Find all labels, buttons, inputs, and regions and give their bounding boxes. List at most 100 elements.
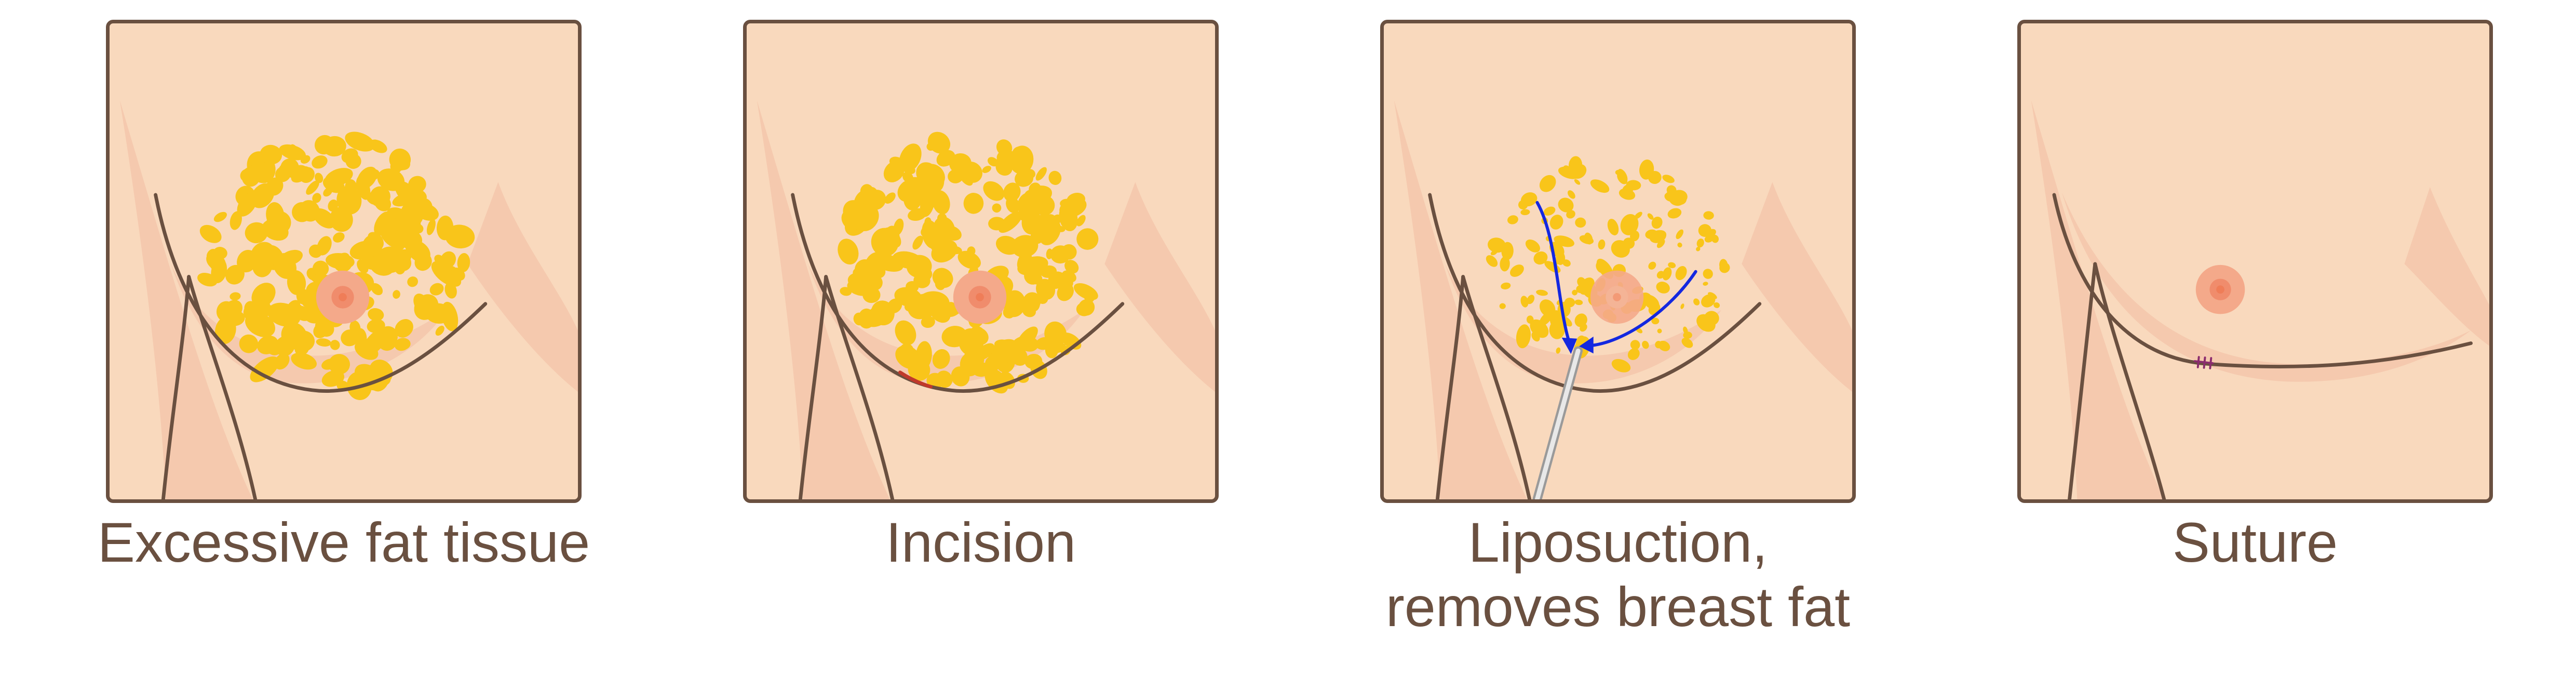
- fat-globule: [1658, 340, 1670, 351]
- panel-excessive-fat: [106, 20, 582, 503]
- fat-globule: [255, 304, 274, 317]
- fat-globule: [1701, 294, 1716, 308]
- fat-globule: [1526, 315, 1534, 324]
- fat-globule: [237, 249, 258, 273]
- fat-globule: [1675, 266, 1687, 281]
- fat-globule: [333, 253, 353, 272]
- nipple: [316, 270, 370, 324]
- fat-globule: [959, 169, 969, 179]
- fat-globule: [1580, 324, 1587, 332]
- fat-globule: [1015, 170, 1034, 187]
- breast-illustration-incision: [757, 100, 1215, 499]
- fat-globule: [395, 338, 411, 350]
- fat-globule: [279, 144, 306, 161]
- fat-globule: [1648, 170, 1662, 184]
- fat-globule: [312, 155, 328, 169]
- breast-illustration-fat: [119, 100, 578, 499]
- fat-globule: [987, 157, 999, 167]
- fat-globule: [1626, 180, 1641, 191]
- fat-globule: [435, 325, 444, 336]
- fat-globule: [1516, 324, 1531, 349]
- skin-shadows: [2031, 100, 2489, 499]
- fat-globule: [1003, 290, 1026, 317]
- stitch-icon: [2193, 356, 2214, 369]
- fat-globule: [963, 193, 984, 214]
- fat-globule: [355, 328, 367, 347]
- fat-globule: [1525, 239, 1540, 253]
- fat-globule: [345, 153, 361, 169]
- fat-globule: [362, 327, 389, 356]
- fat-globule: [1531, 332, 1540, 342]
- fat-globule: [315, 318, 334, 337]
- fat-globule: [1714, 302, 1720, 308]
- fat-globule: [1490, 250, 1498, 256]
- fat-globule: [1619, 188, 1636, 200]
- fat-globule: [883, 226, 900, 253]
- fat-globule: [1703, 269, 1713, 279]
- fat-globule: [216, 301, 235, 322]
- fat-globule: [1036, 293, 1048, 304]
- fat-globule: [926, 142, 935, 151]
- fat-globule: [1693, 298, 1700, 306]
- fat-globule: [321, 370, 345, 387]
- fat-globule: [374, 194, 392, 211]
- fat-globule: [357, 259, 369, 274]
- fat-globule: [957, 250, 981, 269]
- fat-globule: [407, 240, 430, 263]
- fat-globule: [1078, 299, 1095, 316]
- fat-globule: [951, 366, 970, 387]
- fat-globule: [1010, 347, 1028, 366]
- fat-globule: [1676, 229, 1684, 240]
- fat-globule: [295, 337, 307, 348]
- fat-globule: [278, 160, 299, 177]
- fat-globule: [929, 301, 951, 323]
- fat-globule: [1683, 326, 1688, 334]
- fat-globule: [1590, 179, 1610, 193]
- fat-globule: [245, 222, 268, 244]
- fat-globule: [1611, 240, 1630, 258]
- fat-globule: [1668, 262, 1676, 269]
- fat-globule: [213, 247, 227, 259]
- fat-globule: [936, 150, 955, 167]
- fat-globule: [1651, 216, 1663, 229]
- fat-globule: [912, 235, 923, 250]
- fat-globule: [895, 320, 916, 346]
- fat-globule: [999, 211, 1022, 233]
- fat-globule: [431, 261, 462, 287]
- fat-globule: [941, 326, 968, 348]
- fat-globule: [345, 131, 375, 152]
- fat-globule: [436, 215, 454, 241]
- fat-globule: [1564, 297, 1575, 308]
- fat-globule: [847, 280, 873, 296]
- fat-globule: [1520, 192, 1537, 207]
- fat-globule: [389, 148, 411, 171]
- fat-globule: [334, 212, 347, 227]
- fat-globule: [312, 260, 329, 277]
- fat-globule: [330, 340, 340, 350]
- fat-globule: [996, 139, 1013, 156]
- fat-globule: [230, 292, 241, 301]
- fat-globule: [1488, 237, 1506, 253]
- skin-shadows: [1394, 100, 1852, 499]
- fat-globule: [1627, 348, 1640, 360]
- fat-globule: [975, 343, 995, 361]
- fat-globule: [1009, 145, 1034, 175]
- incision-mark: [898, 370, 933, 389]
- fat-globule: [1630, 340, 1640, 350]
- fat-globule: [1677, 242, 1682, 248]
- fat-globule: [1539, 299, 1556, 317]
- fat-globule: [908, 208, 927, 221]
- fat-globule: [240, 168, 253, 182]
- fat-globule: [1507, 215, 1518, 224]
- fat-globule: [395, 319, 413, 338]
- fat-globule: [1022, 305, 1036, 317]
- blue-suction-arrow-icon: [1535, 201, 1697, 348]
- fat-globule: [1620, 214, 1639, 235]
- fat-globule: [1665, 191, 1671, 198]
- fat-globule: [328, 200, 339, 212]
- fat-globule: [1696, 246, 1701, 251]
- fat-globule: [1059, 204, 1078, 231]
- nipple: [1590, 270, 1644, 324]
- fat-globule: [300, 155, 311, 164]
- fat-globule: [1499, 303, 1506, 309]
